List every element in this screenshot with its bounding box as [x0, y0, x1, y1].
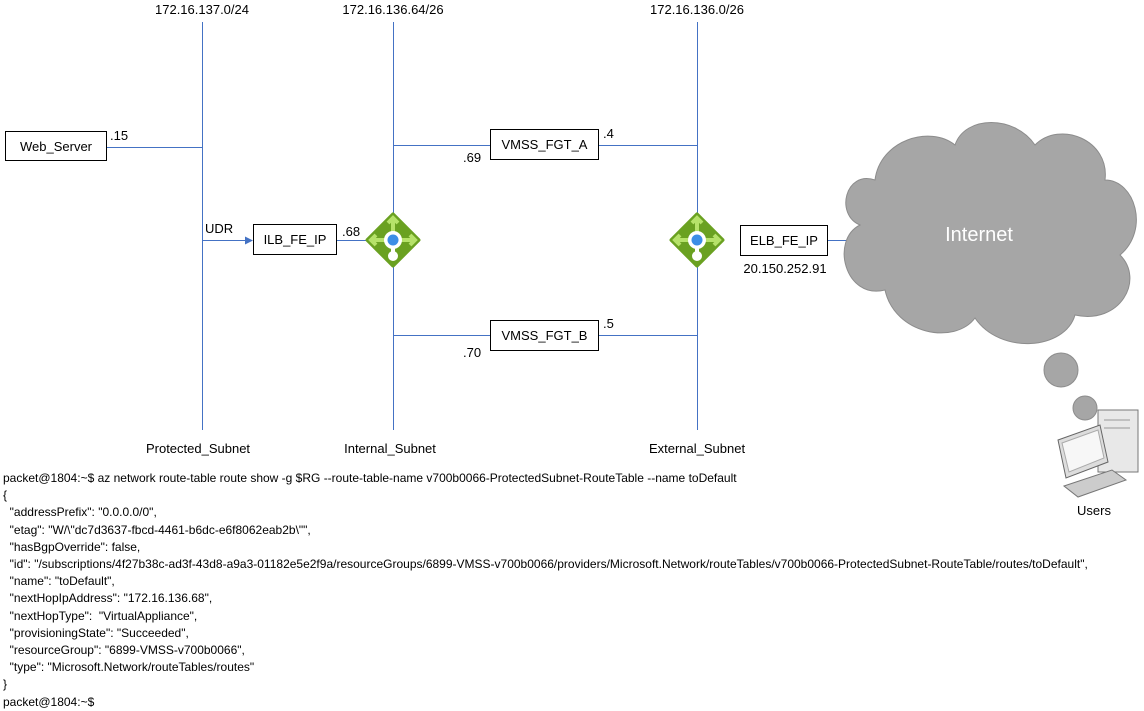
- external-subnet-label: External_Subnet: [648, 441, 746, 456]
- elb-public-ip: 20.150.252.91: [743, 261, 827, 276]
- terminal-line: "type": "Microsoft.Network/routeTables/r…: [3, 660, 255, 675]
- terminal-line: {: [3, 488, 8, 503]
- protected-subnet-cidr: 172.16.137.0/24: [155, 2, 249, 17]
- elb-node: ELB_FE_IP: [740, 225, 828, 256]
- terminal-line: "provisioningState": "Succeeded",: [3, 625, 189, 640]
- terminal-line: "resourceGroup": "6899-VMSS-v700b0066",: [3, 643, 245, 658]
- protected-subnet-label: Protected_Subnet: [145, 441, 251, 456]
- terminal-output: packet@1804:~$ az network route-table ro…: [3, 470, 1088, 711]
- fgt-b-node: VMSS_FGT_B: [490, 320, 599, 351]
- users-computer-icon: [1057, 409, 1139, 498]
- terminal-line: }: [3, 677, 8, 692]
- terminal-line: "addressPrefix": "0.0.0.0/0",: [3, 505, 157, 520]
- terminal-line: "hasBgpOverride": false,: [3, 539, 141, 554]
- external-subnet-cidr: 172.16.136.0/26: [650, 2, 744, 17]
- fgt-b-internal-ip: .70: [463, 345, 482, 360]
- internal-load-balancer-icon: [362, 209, 424, 271]
- fgt-b-external-ip: .5: [603, 316, 614, 331]
- internet-cloud-icon: [843, 122, 1137, 421]
- web-ip-label: .15: [110, 128, 129, 143]
- network-diagram: [107, 22, 1139, 498]
- terminal-line: "etag": "W/\"dc7d3637-fbcd-4461-b6dc-e6f…: [3, 522, 311, 537]
- web-server-node: Web_Server: [5, 131, 107, 161]
- ilb-node: ILB_FE_IP: [253, 224, 337, 255]
- external-load-balancer-icon: [666, 209, 728, 271]
- internal-subnet-cidr: 172.16.136.64/26: [342, 2, 444, 17]
- internal-subnet-label: Internal_Subnet: [344, 441, 436, 456]
- ilb-ip-label: .68: [342, 224, 361, 239]
- udr-label: UDR: [205, 221, 234, 236]
- users-label: Users: [1077, 503, 1111, 518]
- internet-label: Internet: [945, 224, 1013, 246]
- terminal-line: "name": "toDefault",: [3, 574, 115, 589]
- terminal-line: "nextHopIpAddress": "172.16.136.68",: [3, 591, 213, 606]
- fgt-a-external-ip: .4: [603, 126, 614, 141]
- terminal-line: packet@1804:~$: [3, 694, 95, 709]
- terminal-line: "id": "/subscriptions/4f27b38c-ad3f-43d8…: [3, 557, 1088, 572]
- terminal-line: "nextHopType": "VirtualAppliance",: [3, 608, 198, 623]
- fgt-a-internal-ip: .69: [463, 150, 482, 165]
- terminal-line: packet@1804:~$ az network route-table ro…: [3, 471, 737, 485]
- fgt-a-node: VMSS_FGT_A: [490, 129, 599, 160]
